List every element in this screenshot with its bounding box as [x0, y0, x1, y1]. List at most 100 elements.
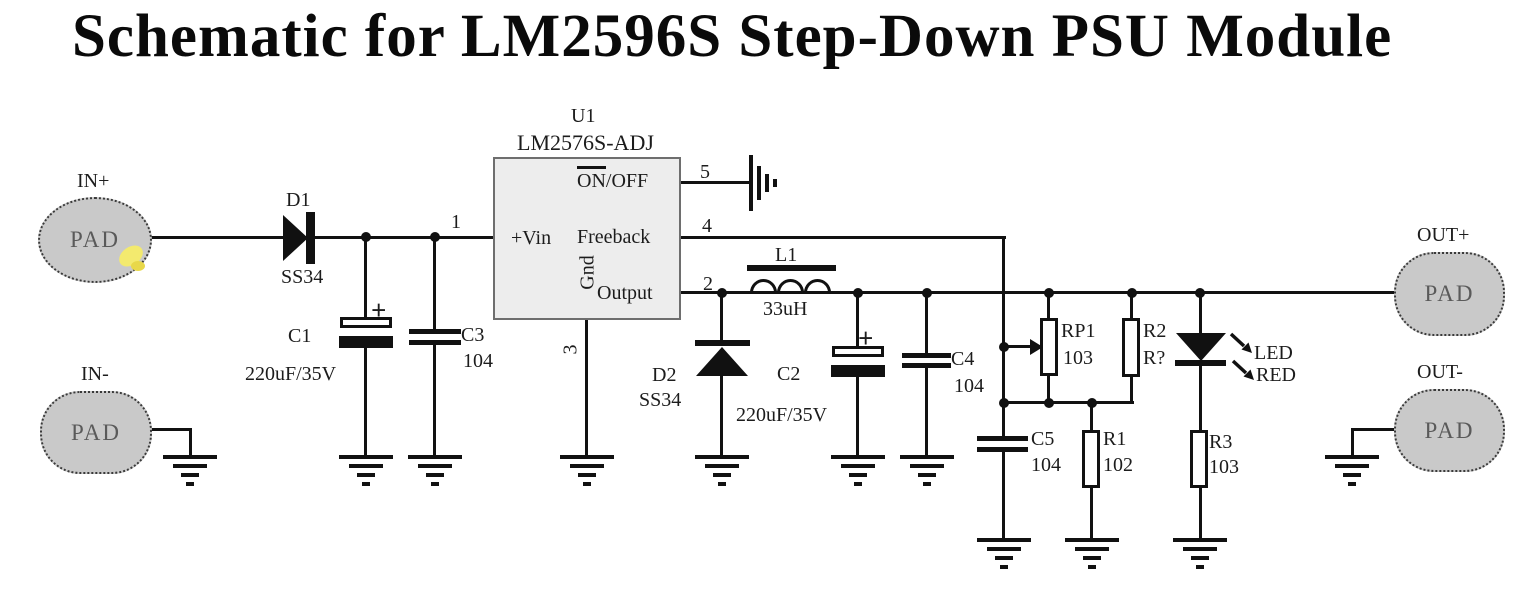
highlight-artifact: [131, 261, 145, 271]
ground-symbol: [1065, 538, 1119, 569]
c2-value: 220uF/35V: [736, 404, 828, 426]
d1-ref: D1: [286, 189, 311, 211]
cap-c4-plate-top: [902, 353, 951, 358]
cap-c5-plate-top: [977, 436, 1028, 441]
ground-symbol: [831, 455, 885, 486]
wire: [1130, 291, 1133, 320]
cap-c4-plate-bottom: [902, 363, 951, 368]
c1-ref: C1: [288, 325, 312, 347]
onoff-overline: ON: [577, 166, 606, 192]
d1-value: SS34: [281, 266, 324, 288]
pad-in-minus: PAD: [40, 391, 152, 474]
pad-text: PAD: [1424, 417, 1475, 443]
c4-value: 104: [954, 375, 984, 397]
ic-pin-onoff: ON/OFF: [577, 166, 648, 192]
inductor-l1-hump: [777, 279, 804, 294]
wire: [1351, 428, 1397, 431]
wire: [1003, 401, 1134, 404]
cap-c1-plate-top: [340, 317, 392, 328]
wire: [1090, 401, 1093, 432]
ic-part: LM2576S-ADJ: [517, 130, 654, 155]
d2-value: SS34: [639, 389, 682, 411]
wire: [1006, 345, 1032, 348]
wire: [925, 366, 928, 457]
junction-dot: [999, 398, 1009, 408]
c3-value: 104: [463, 350, 493, 372]
inductor-l1-hump: [804, 279, 831, 294]
junction-dot: [853, 288, 863, 298]
r3-ref: R3: [1209, 431, 1233, 453]
wire: [679, 181, 752, 184]
pad-label-in-minus: IN-: [81, 363, 109, 385]
pad-out-plus: PAD: [1394, 252, 1505, 336]
c1-polarity: +: [371, 295, 387, 325]
diode-d2-cathode-bar: [695, 340, 750, 346]
wire: [585, 318, 588, 457]
diode-d1: [283, 215, 308, 261]
wire: [1002, 401, 1005, 439]
wire: [433, 236, 436, 332]
pin-number-3: 3: [559, 344, 582, 355]
c5-ref: C5: [1031, 428, 1055, 450]
ground-symbol: [977, 538, 1031, 569]
wire: [856, 291, 859, 350]
diode-d2: [696, 347, 748, 376]
cap-c3-plate-bottom: [409, 340, 461, 345]
junction-dot: [430, 232, 440, 242]
junction-dot: [1195, 288, 1205, 298]
junction-dot: [999, 342, 1009, 352]
rp1-ref: RP1: [1061, 320, 1096, 342]
led-cathode-bar: [1175, 360, 1226, 366]
resistor-r3: [1190, 430, 1208, 488]
wire: [1002, 236, 1005, 403]
junction-dot: [361, 232, 371, 242]
ground-symbol: [560, 455, 614, 486]
wire: [1199, 486, 1202, 540]
wire: [679, 291, 1397, 294]
wire: [364, 345, 367, 457]
led-d3: [1176, 333, 1226, 361]
ic-ref: U1: [571, 105, 596, 127]
junction-dot: [717, 288, 727, 298]
wire: [1199, 291, 1202, 334]
c4-ref: C4: [951, 348, 975, 370]
pad-label-out-minus: OUT-: [1417, 361, 1463, 383]
ground-symbol: [695, 455, 749, 486]
wire: [1047, 374, 1050, 403]
pin-number-5: 5: [700, 161, 710, 183]
led-emission-arrow: [1231, 359, 1254, 380]
wire: [1130, 375, 1133, 403]
c2-polarity: +: [858, 323, 874, 353]
cap-c2-plate-bottom: [831, 365, 885, 377]
led-color-label: RED: [1256, 364, 1296, 386]
rp1-wiper-arrow: [1030, 339, 1043, 355]
cap-c3-plate-top: [409, 329, 461, 334]
pad-text: PAD: [1424, 281, 1475, 306]
l1-value: 33uH: [763, 298, 808, 320]
ground-symbol: [900, 455, 954, 486]
pin-number-4: 4: [702, 215, 712, 237]
ic-pin-gnd: Gnd: [576, 255, 599, 290]
wire: [720, 291, 723, 346]
ground-symbol: [749, 155, 777, 211]
pad-label-in-plus: IN+: [77, 170, 110, 192]
ground-symbol: [1173, 538, 1227, 569]
inductor-l1-hump: [750, 279, 777, 294]
junction-dot: [922, 288, 932, 298]
page-title: Schematic for LM2596S Step-Down PSU Modu…: [72, 3, 1393, 70]
ic-pin-vin: +Vin: [511, 227, 552, 249]
r3-value: 103: [1209, 456, 1239, 478]
led-label: LED: [1254, 342, 1293, 364]
c5-value: 104: [1031, 454, 1061, 476]
wire: [433, 343, 436, 457]
junction-dot: [1087, 398, 1097, 408]
wire: [720, 375, 723, 457]
wire: [679, 236, 1006, 239]
r1-value: 102: [1103, 454, 1133, 476]
r1-ref: R1: [1103, 428, 1127, 450]
wire: [925, 291, 928, 356]
pad-text: PAD: [70, 227, 120, 252]
junction-dot: [1044, 288, 1054, 298]
wire: [146, 236, 495, 239]
wire: [1002, 450, 1005, 540]
